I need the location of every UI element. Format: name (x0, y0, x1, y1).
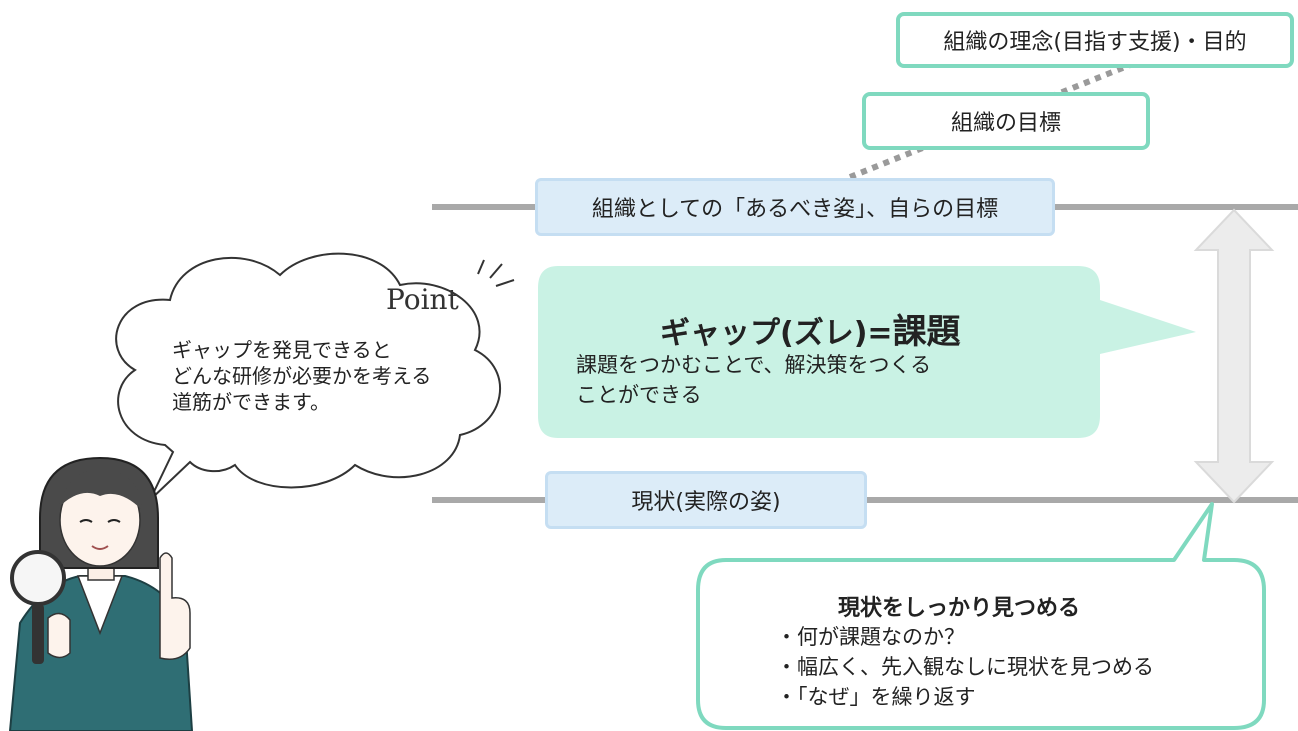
speech-cloud (115, 252, 501, 501)
point-line-3: 道筋ができます。 (172, 390, 330, 414)
org-goal-box: 組織の目標 (862, 92, 1150, 150)
observe-item-1: ・何が課題なのか？ (776, 625, 965, 649)
gap-callout (538, 266, 1196, 438)
gap-description: 課題をつかむことで、解決策をつくる ことができる (576, 350, 931, 410)
observe-callout (696, 502, 1266, 730)
dotted-connector (848, 60, 1137, 180)
gap-title-prefix: ギャップ(ズレ)= (660, 316, 893, 351)
sparkle-marks (477, 259, 515, 287)
gap-line-1: 課題をつかむことで、解決策をつくる (576, 353, 932, 377)
philosophy-box: 組織の理念(目指す支援)・目的 (896, 12, 1294, 68)
org-goal-text: 組織の目標 (950, 111, 1061, 136)
gap-line-2: ことができる (576, 383, 702, 407)
magnifier-icon (10, 550, 66, 664)
gap-title-emph: 課題 (892, 312, 961, 352)
observe-item-2: ・幅広く、先入観なしに現状を見つめる (776, 655, 1154, 679)
ideal-text: 組織としての「あるべき姿」、自らの目標 (591, 197, 999, 222)
point-label: Point (386, 283, 459, 316)
point-text: ギャップを発見できると どんな研修が必要かを考える 道筋ができます。 (172, 337, 431, 415)
gap-title: ギャップ(ズレ)=課題 (660, 304, 961, 353)
ideal-box: 組織としての「あるべき姿」、自らの目標 (535, 178, 1055, 236)
current-text: 現状(実際の姿) (631, 490, 781, 515)
observe-list: ・何が課題なのか？ ・幅広く、先入観なしに現状を見つめる ・「なぜ」を繰り返す (776, 622, 1154, 712)
philosophy-text: 組織の理念(目指す支援)・目的 (943, 30, 1247, 55)
current-box: 現状(実際の姿) (545, 471, 867, 529)
double-arrow-icon (1193, 208, 1275, 504)
point-line-2: どんな研修が必要かを考える (172, 364, 432, 388)
point-line-1: ギャップを発見できると (172, 338, 392, 362)
person-illustration (8, 456, 194, 731)
observe-title: 現状をしっかり見つめる (838, 596, 1081, 621)
observe-item-3: ・「なぜ」を繰り返す (776, 685, 976, 709)
